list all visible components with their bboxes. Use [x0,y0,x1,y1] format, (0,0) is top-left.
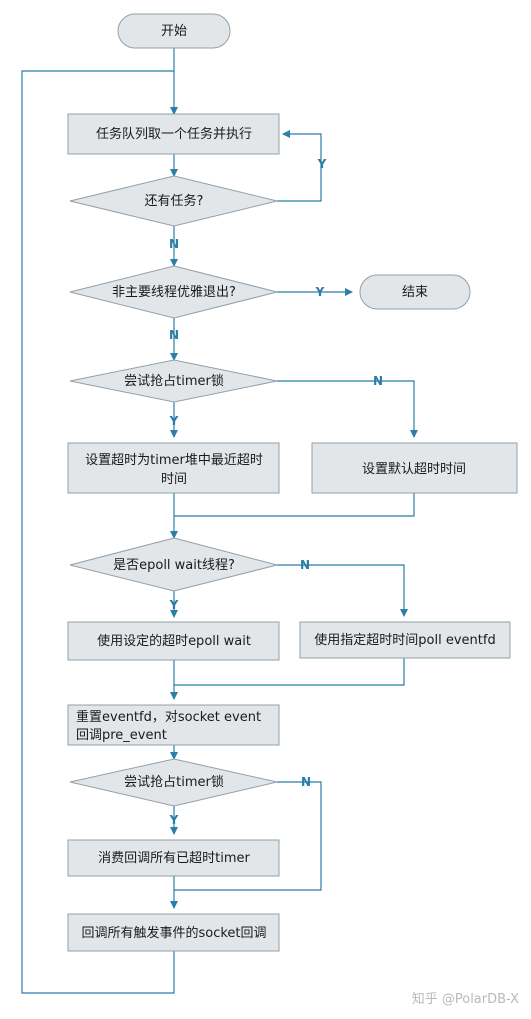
socket-callbacks-label: 回调所有触发事件的socket回调 [81,925,266,941]
reset-eventfd-label-1: 重置eventfd，对socket event [76,709,261,725]
consume-timers-node [67,839,280,877]
dequeue-task-label: 任务队列取一个任务并执行 [96,126,252,142]
edge-label-more-tasks-yes: Y [317,157,327,171]
try-timer-lock-decision-1 [69,359,278,403]
edge-label-more-tasks-no: N [169,237,179,251]
edge-loop-back [21,70,175,994]
edge-label-lock1-no: N [373,374,383,388]
start-label: 开始 [161,24,187,39]
more-tasks-label: 还有任务? [145,193,204,209]
epoll-wait-label: 使用设定的超时epoll wait [97,633,251,649]
set-default-timeout-label: 设置默认超时时间 [362,461,466,477]
edge-more-tasks-yes [277,130,322,202]
edge-label-exit-no: N [169,328,179,342]
set-timeout-heap-label-2: 时间 [161,472,187,487]
edge-default-to-merge [174,493,415,517]
more-tasks-decision [69,175,278,227]
reset-eventfd-label-2: 回调pre_event [76,728,167,743]
reset-eventfd-node [67,704,280,746]
nodes: 开始 任务队列取一个任务并执行 还有任务? 非主要线程优雅退出? 结束 尝试抢占… [67,13,518,952]
edge-label-lock2-yes: Y [169,813,179,827]
set-default-timeout-node [311,442,518,494]
end-node [359,274,471,310]
edge-labels: Y N Y N N Y N Y N Y [169,157,383,827]
edge-lock1-no [277,380,418,438]
start-node [117,13,231,49]
dequeue-task-node [67,113,280,155]
watermark: 知乎 @PolarDB-X [412,991,519,1007]
edges [21,48,418,994]
is-epoll-wait-thread-decision [69,537,278,592]
set-timeout-heap-label-1: 设置超时为timer堆中最近超时 [85,453,263,468]
edge-label-lock2-no: N [301,775,311,789]
edge-label-lock1-yes: Y [169,414,179,428]
set-timeout-heap-node [67,442,280,494]
socket-callbacks-node [67,913,280,952]
poll-eventfd-label: 使用指定超时时间poll eventfd [314,632,495,648]
end-label: 结束 [402,285,428,300]
non-main-exit-decision [69,265,278,319]
consume-timers-label: 消费回调所有已超时timer [98,851,250,866]
is-epoll-wait-thread-label: 是否epoll wait线程? [113,558,235,573]
edge-label-epoll-yes: Y [169,598,179,612]
edge-poll-to-merge [174,658,405,686]
edge-label-exit-yes: Y [315,285,325,299]
try-timer-lock-label-1: 尝试抢占timer锁 [124,373,224,389]
try-timer-lock-decision-2 [69,758,278,807]
edge-label-epoll-no: N [300,558,310,572]
non-main-exit-label: 非主要线程优雅退出? [112,285,236,300]
try-timer-lock-label-2: 尝试抢占timer锁 [124,774,224,790]
edge-lock2-no [174,781,322,891]
poll-eventfd-node [299,621,511,659]
epoll-wait-node [67,621,280,661]
edge-epoll-no [277,564,408,617]
